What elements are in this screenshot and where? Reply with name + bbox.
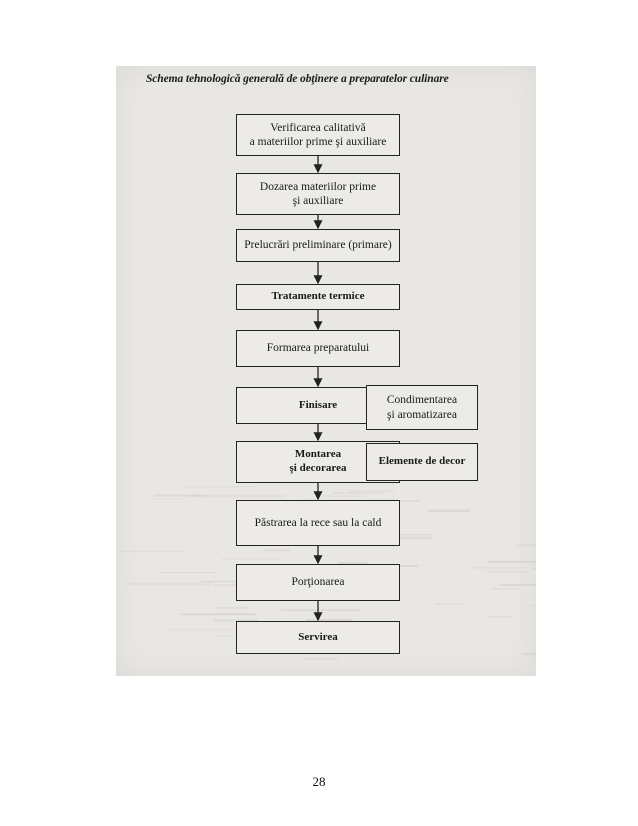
scan-bleed-mark xyxy=(384,534,434,536)
step-tratamente: Tratamente termice xyxy=(236,284,400,310)
step-servire: Servirea xyxy=(236,621,400,654)
input-condimentare-label: Condimentarea şi aromatizarea xyxy=(386,394,458,421)
step-formare-label: Formarea preparatului xyxy=(266,342,370,355)
scan-bleed-mark xyxy=(468,567,524,569)
scan-bleed-mark xyxy=(221,558,283,560)
page-number: 28 xyxy=(312,774,326,789)
scan-bleed-mark xyxy=(168,628,261,631)
scan-bleed-mark xyxy=(332,492,384,494)
scan-bleed-mark xyxy=(281,609,361,611)
scan-bleed-mark xyxy=(337,561,368,565)
scan-bleed-mark xyxy=(161,572,215,574)
step-finisare-label: Finisare xyxy=(298,398,338,411)
scan-bleed-mark xyxy=(491,588,519,590)
scan-bleed-mark xyxy=(180,613,257,616)
step-dozare: Dozarea materiilor prime şi auxiliare xyxy=(236,173,400,215)
scan-bleed-mark xyxy=(323,495,366,498)
scan-bleed-mark xyxy=(486,615,511,618)
input-condimentare: Condimentarea şi aromatizarea xyxy=(366,385,478,430)
scan-bleed-mark xyxy=(124,582,212,585)
step-formare: Formarea preparatului xyxy=(236,330,400,367)
scan-bleed-mark xyxy=(212,635,247,637)
scan-bleed-mark xyxy=(348,490,395,492)
scan-bleed-mark xyxy=(500,584,536,587)
scan-bleed-mark xyxy=(522,652,536,655)
diagram-title: Schema tehnologică generală de obţinere … xyxy=(146,73,449,85)
scan-bleed-mark xyxy=(398,536,432,540)
scan-bleed-mark xyxy=(153,494,207,497)
scan-bleed-mark xyxy=(263,549,291,552)
step-prelucrari-label: Prelucrări preliminare (primare) xyxy=(244,239,392,252)
step-pastrare: Păstrarea la rece sau la cald xyxy=(236,500,400,546)
step-tratamente-label: Tratamente termice xyxy=(271,290,365,303)
input-elemente: Elemente de decor xyxy=(366,443,478,481)
scan-bleed-mark xyxy=(434,603,466,605)
scan-bleed-mark xyxy=(213,619,259,622)
scan-bleed-mark xyxy=(302,658,338,660)
step-verificare: Verificarea calitativă a materiilor prim… xyxy=(236,114,400,156)
scan-bleed-mark xyxy=(150,498,186,500)
step-prelucrari: Prelucrări preliminare (primare) xyxy=(236,229,400,262)
step-dozare-label: Dozarea materiilor prime şi auxiliare xyxy=(259,180,377,207)
scanned-figure: Schema tehnologică generală de obţinere … xyxy=(116,66,536,676)
scan-bleed-mark xyxy=(487,570,527,573)
scan-bleed-mark xyxy=(214,606,248,609)
step-portionare: Porţionarea xyxy=(236,564,400,601)
step-portionare-label: Porţionarea xyxy=(291,576,345,589)
input-elemente-label: Elemente de decor xyxy=(378,455,466,468)
scan-bleed-mark xyxy=(428,509,470,512)
scan-bleed-mark xyxy=(517,544,536,547)
scan-bleed-mark xyxy=(488,560,536,563)
scan-bleed-mark xyxy=(190,495,286,498)
scan-bleed-mark xyxy=(118,550,186,553)
scan-bleed-mark xyxy=(532,568,536,571)
step-servire-label: Servirea xyxy=(298,630,338,643)
scan-bleed-mark xyxy=(532,604,536,607)
scan-bleed-mark xyxy=(200,580,246,583)
step-verificare-label: Verificarea calitativă a materiilor prim… xyxy=(249,121,387,148)
step-pastrare-label: Păstrarea la rece sau la cald xyxy=(254,516,382,529)
step-montare-label: Montarea şi decorarea xyxy=(289,448,347,474)
scan-bleed-mark xyxy=(305,618,353,622)
scan-bleed-mark xyxy=(185,486,256,488)
